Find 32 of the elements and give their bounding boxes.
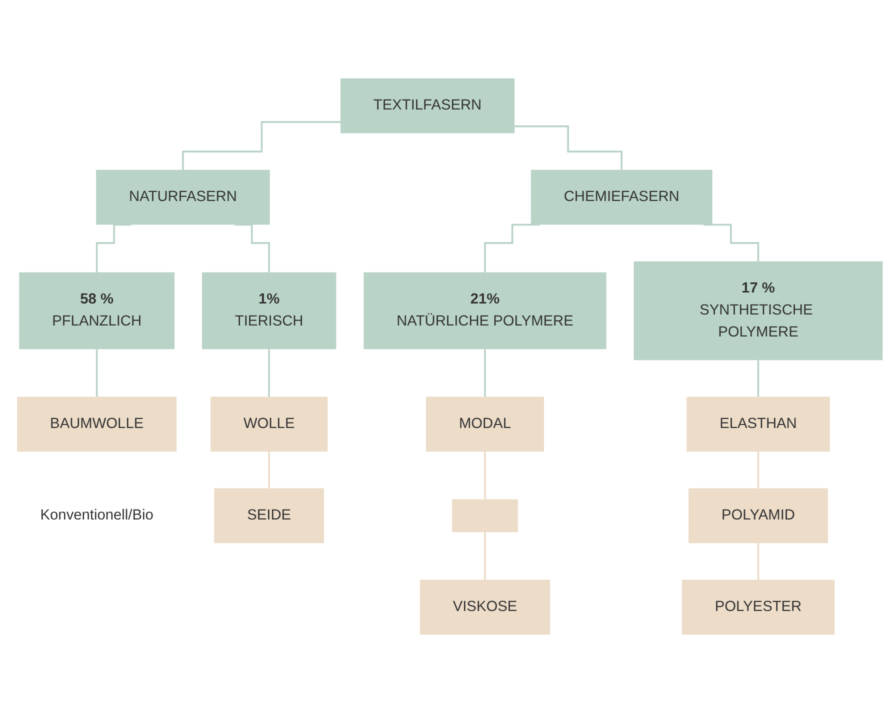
node-box: NATURFASERN bbox=[96, 170, 270, 225]
node-label: Konventionell/Bio bbox=[40, 507, 154, 524]
connector bbox=[234, 224, 270, 274]
node-box bbox=[452, 499, 518, 532]
node-box: POLYAMID bbox=[688, 488, 828, 544]
node-box: TEXTILFASERN bbox=[340, 78, 515, 134]
node-box: BAUMWOLLE bbox=[17, 396, 177, 452]
connector bbox=[757, 450, 760, 490]
connector bbox=[484, 450, 486, 500]
node-box: 1% TIERISCH bbox=[202, 272, 336, 350]
connector bbox=[268, 450, 270, 490]
connector bbox=[484, 531, 486, 581]
connector bbox=[484, 348, 486, 398]
connector bbox=[268, 348, 270, 398]
node-box: WOLLE bbox=[210, 396, 328, 452]
connector bbox=[96, 224, 132, 274]
node-box: VISKOSE bbox=[420, 580, 550, 635]
connector bbox=[757, 359, 760, 398]
node-box: SEIDE bbox=[214, 488, 324, 544]
node-box: CHEMIEFASERN bbox=[530, 170, 712, 225]
connector bbox=[757, 542, 760, 581]
node-box: ELASTHAN bbox=[686, 396, 830, 452]
connector bbox=[96, 348, 98, 398]
connector bbox=[514, 125, 623, 171]
node-box: 17 % SYNTHETISCHE POLYMERE bbox=[634, 261, 883, 360]
connector bbox=[704, 224, 760, 262]
connector bbox=[182, 121, 340, 171]
connector bbox=[484, 224, 540, 274]
node-box: 58 % PFLANZLICH bbox=[19, 272, 175, 350]
node-box: POLYESTER bbox=[682, 580, 835, 635]
node-box: 21% NATÜRLICHE POLYMERE bbox=[364, 272, 606, 350]
node-box: MODAL bbox=[426, 396, 544, 452]
